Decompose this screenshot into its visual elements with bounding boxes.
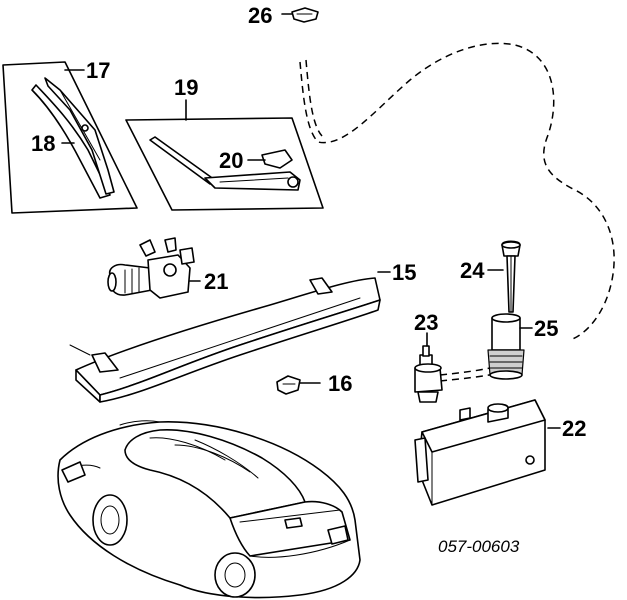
washer-tank-part: [414, 399, 546, 506]
catalog-code: 057-00603: [438, 537, 520, 556]
washer-pump-part: [487, 313, 525, 380]
part-label-22: 22: [562, 416, 586, 441]
washer-cap-part: [501, 240, 521, 313]
part-label-23: 23: [414, 310, 438, 335]
car-body: [57, 420, 361, 599]
part-label-18: 18: [31, 131, 55, 156]
wiper-arm-part: [125, 117, 324, 211]
part-label-26: 26: [248, 3, 272, 28]
part-label-25: 25: [534, 316, 558, 341]
wiper-motor-part: [107, 237, 201, 299]
part-label-19: 19: [174, 75, 198, 100]
clip-part: [281, 7, 319, 23]
part-label-17: 17: [86, 58, 110, 83]
part-label-20: 20: [219, 148, 243, 173]
rear-spoiler-part: [69, 277, 381, 403]
part-label-24: 24: [460, 258, 485, 283]
spoiler-clip-part: [276, 375, 321, 395]
part-label-21: 21: [204, 269, 228, 294]
washer-motor-part: [414, 345, 443, 403]
part-label-15: 15: [392, 260, 416, 285]
washer-hose: [299, 42, 615, 382]
part-label-16: 16: [328, 371, 352, 396]
leader-lines: [61, 69, 561, 429]
wiper-blade-part: [2, 61, 138, 214]
